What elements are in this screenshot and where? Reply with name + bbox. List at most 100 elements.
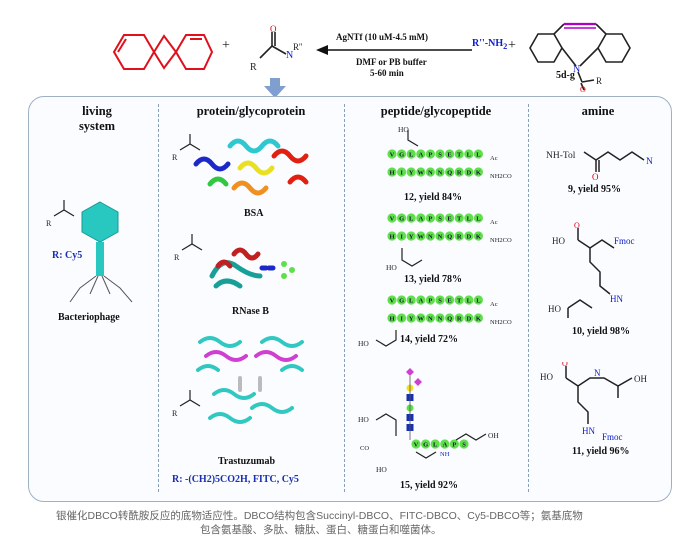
- amino-acid-bead: [387, 295, 397, 305]
- svg-text:R: R: [174, 253, 180, 262]
- bsa-protein-structure: R: [172, 134, 309, 196]
- divider-2: [344, 104, 345, 492]
- peptide-product-14-label: 14, yield 72%: [400, 334, 459, 345]
- amino-acid-letter: S: [438, 151, 442, 158]
- amino-acid-letter: S: [438, 297, 442, 304]
- amino-acid-bead: [435, 213, 445, 223]
- amino-acid-letter: I: [400, 233, 403, 240]
- amino-acid-bead: [440, 439, 450, 449]
- svg-text:R: R: [250, 62, 257, 73]
- amino-acid-bead: [449, 439, 459, 449]
- amino-acid-letter: Y: [409, 233, 414, 240]
- amine-reagent: R''-NH2: [472, 38, 507, 51]
- amino-acid-bead: [454, 313, 464, 323]
- living-r-note: R: Cy5: [52, 250, 83, 261]
- amino-acid-letter: R: [457, 315, 462, 322]
- amine-11-group: Fmoc: [602, 432, 623, 442]
- amine-product-10-structure: HO O Fmoc HN HO: [548, 222, 635, 318]
- amino-acid-bead: [473, 213, 483, 223]
- condition-solvent: DMF or PB buffer: [356, 57, 427, 67]
- amino-acid-bead: [454, 167, 464, 177]
- svg-text:HO: HO: [398, 126, 409, 134]
- amino-acid-bead: [406, 295, 416, 305]
- amino-acid-bead: [416, 167, 426, 177]
- amino-acid-letter: T: [457, 151, 462, 158]
- peptide-product-15-label: 15, yield 92%: [400, 480, 459, 491]
- amide-fragment-structure: O N R'' R: [250, 24, 303, 73]
- amino-acid-bead: [406, 313, 416, 323]
- header-protein: protein/glycoprotein: [196, 104, 306, 118]
- amino-acid-letter: S: [462, 441, 466, 448]
- substrate-scope-panel: [28, 96, 672, 502]
- amino-acid-bead: [425, 149, 435, 159]
- amino-acid-bead: [454, 213, 464, 223]
- svg-text:N: N: [646, 157, 653, 167]
- svg-text:HO: HO: [358, 415, 369, 424]
- svg-text:O: O: [592, 172, 599, 180]
- isoindole-product-structure: [112, 34, 214, 70]
- amine-reagent-text: R''-NH: [472, 38, 504, 49]
- amino-acid-bead: [416, 313, 426, 323]
- amino-acid-letter: A: [418, 297, 423, 304]
- amino-acid-letter: P: [428, 297, 432, 304]
- svg-text:HO: HO: [386, 263, 397, 272]
- amino-acid-bead: [473, 231, 483, 241]
- amino-acid-letter: V: [414, 441, 419, 448]
- amino-acid-letter: N: [438, 315, 443, 322]
- amino-acid-bead: [406, 213, 416, 223]
- amino-acid-letter: L: [476, 151, 481, 158]
- amine-reagent-subscript: 2: [503, 42, 508, 51]
- amino-acid-letter: N: [428, 315, 433, 322]
- svg-text:HO: HO: [552, 236, 565, 246]
- svg-text:N: N: [573, 64, 580, 75]
- amino-acid-bead: [464, 313, 474, 323]
- amino-acid-letter: D: [466, 315, 471, 322]
- amino-acid-bead: [445, 213, 455, 223]
- amino-acid-letter: D: [466, 169, 471, 176]
- amino-acid-letter: R: [457, 169, 462, 176]
- amino-acid-bead: [464, 295, 474, 305]
- amino-acid-bead: [406, 167, 416, 177]
- header-amine: amine: [581, 104, 615, 118]
- bacteriophage-structure: R: [46, 200, 133, 303]
- amino-acid-bead: [435, 231, 445, 241]
- amino-acid-letter: K: [476, 169, 481, 176]
- plus-sign-1: +: [222, 38, 230, 53]
- amine-10-group: Fmoc: [614, 236, 635, 246]
- amino-acid-bead: [425, 167, 435, 177]
- living-bacteriophage-label: Bacteriophage: [58, 312, 120, 323]
- amino-acid-letter: R: [457, 233, 462, 240]
- amino-acid-bead: [416, 149, 426, 159]
- amino-acid-letter: I: [400, 315, 403, 322]
- amine-product-11-structure: HO O N OH HN Fmoc: [540, 362, 647, 442]
- amino-acid-bead: [416, 231, 426, 241]
- amino-acid-letter: N: [438, 233, 443, 240]
- amino-acid-letter: Q: [447, 233, 452, 240]
- amine-product-10-label: 10, yield 98%: [572, 326, 631, 337]
- divider-1: [158, 104, 159, 492]
- protein-r-note: R: -(CH2)5CO2H, FITC, Cy5: [172, 474, 299, 485]
- amino-acid-letter: G: [399, 215, 404, 222]
- trastuzumab-antibody-structure: R: [172, 336, 304, 424]
- amino-acid-letter: S: [438, 215, 442, 222]
- amino-acid-letter: H: [389, 169, 394, 176]
- amino-acid-bead: [435, 313, 445, 323]
- amino-acid-letter: L: [409, 297, 414, 304]
- amino-acid-bead: [473, 313, 483, 323]
- amino-acid-bead: [464, 167, 474, 177]
- amine-9-group: NH-Tol: [546, 151, 576, 161]
- svg-text:R: R: [46, 219, 52, 228]
- peptide-product-12-label: 12, yield 84%: [404, 192, 463, 203]
- amino-acid-letter: V: [390, 151, 395, 158]
- amino-acid-letter: Y: [409, 315, 414, 322]
- amino-acid-letter: T: [457, 215, 462, 222]
- amino-acid-letter: L: [476, 215, 481, 222]
- svg-text:N: N: [594, 368, 601, 378]
- peptide-product-13-label: 13, yield 78%: [404, 274, 463, 285]
- amino-acid-bead: [473, 149, 483, 159]
- amino-acid-letter: I: [400, 169, 403, 176]
- amino-acid-bead: [387, 231, 397, 241]
